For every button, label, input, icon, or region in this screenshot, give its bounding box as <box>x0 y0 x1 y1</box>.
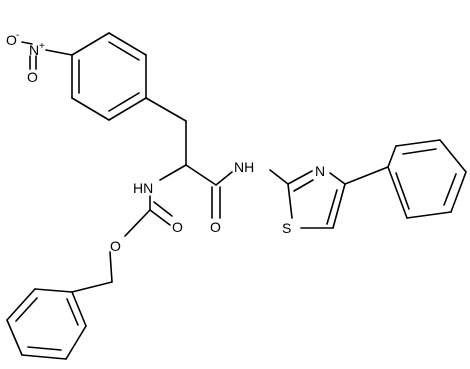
atom-hn-carbamate: HN <box>133 180 153 196</box>
atom-o-ester: O <box>110 238 121 254</box>
bond-n-ring <box>45 49 73 56</box>
bond-ring1-inner-b <box>108 92 140 112</box>
bond-ring3-4 <box>450 171 467 213</box>
bond-calpha-nh <box>159 164 187 181</box>
bond-ring2-inner-c <box>66 298 79 326</box>
bond-ring2-2 <box>6 288 36 321</box>
bond-ring3-5 <box>406 211 452 219</box>
bond-ring3-2 <box>395 139 441 147</box>
bond-calpha-co <box>185 164 217 186</box>
bond-ring3-inner-a <box>402 148 437 155</box>
bond-oester-ch2 <box>109 251 113 283</box>
bond-ring3-6 <box>387 166 408 219</box>
bond-ring3-3 <box>439 139 467 173</box>
bond-ring2-inner-a <box>15 297 38 322</box>
atom-o-minus: O <box>6 32 17 48</box>
atom-o-nitro: O <box>27 69 38 85</box>
atom-o-carbamate: O <box>172 219 183 235</box>
bond-thz-c4-c5-inner <box>326 189 338 225</box>
bond-thz-n3-c4 <box>329 172 346 185</box>
bond-nh-thiazole <box>269 169 289 185</box>
bond-ring2-3 <box>6 319 23 356</box>
bond-thz-phenyl <box>344 166 389 185</box>
bond-carbamate-c-oester <box>124 209 151 237</box>
bond-ring2-1 <box>34 288 73 293</box>
atom-n-thiazole: N <box>315 163 325 179</box>
bond-o-n <box>21 41 33 45</box>
bond-ring3-1 <box>387 145 397 168</box>
bond-carbamate-c-o-a <box>149 209 171 226</box>
bond-ring1-4 <box>108 97 147 121</box>
bond-ring1-5 <box>71 97 110 121</box>
atom-s-thiazole: S <box>282 220 291 236</box>
bond-thz-c2-n3-a <box>287 170 313 185</box>
bond-ring3-inner-b <box>443 173 457 206</box>
bond-ring2-inner-b <box>27 346 62 351</box>
atom-labels: O - N + O NH HN O O O N S <box>6 30 325 254</box>
atom-o-amide: O <box>210 219 221 235</box>
bond-ring3-inner-c <box>395 172 410 210</box>
bond-ring2-6 <box>71 291 87 327</box>
bond-ring-ch2 <box>145 97 187 122</box>
bonds <box>6 32 467 360</box>
charge-plus: + <box>39 41 45 52</box>
atom-nh-amide: NH <box>234 159 254 175</box>
bond-ring1-inner-a <box>108 41 140 61</box>
bond-ring2-5 <box>65 325 87 360</box>
atom-n-nitro: N <box>29 42 39 58</box>
bond-ch2-ring2 <box>71 281 113 293</box>
bond-co-nh <box>215 171 233 186</box>
bond-ring1-2 <box>108 32 147 56</box>
charge-minus: - <box>16 30 19 41</box>
bond-ring1-1 <box>71 32 110 56</box>
bond-ring2-4 <box>21 354 67 360</box>
bond-thz-s-c2 <box>287 183 293 219</box>
bond-carbamate-c-o-b <box>153 201 173 217</box>
bond-thz-c4-c5 <box>332 183 346 229</box>
bond-thz-c2-n3-b <box>293 179 314 192</box>
